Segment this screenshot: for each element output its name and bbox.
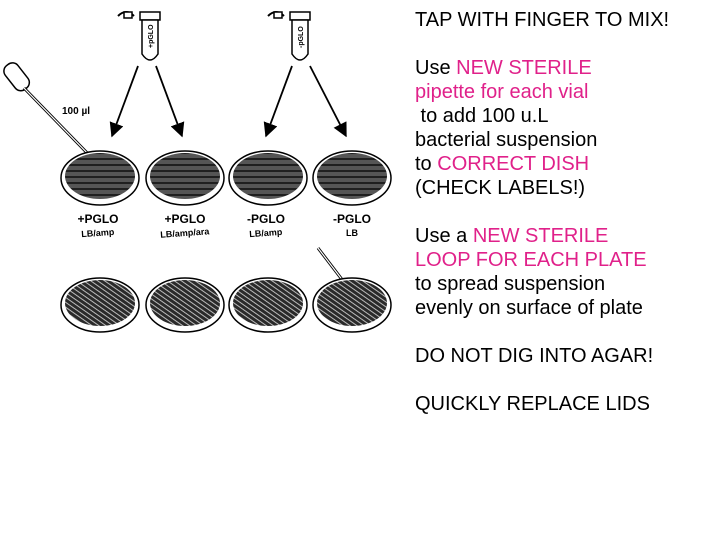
arrow xyxy=(155,65,185,138)
petri-dish xyxy=(312,150,392,206)
plate-medium: LB/amp/ara xyxy=(160,226,211,239)
highlight-correct-dish: CORRECT DISH xyxy=(437,153,590,175)
plate-row-top xyxy=(60,150,392,206)
tube-label: -pGLO xyxy=(298,26,305,48)
arrow xyxy=(309,65,347,138)
instruction-text: TAP WITH FINGER TO MIX! Use NEW STERILE … xyxy=(415,8,715,416)
text-segment: to spread suspension xyxy=(415,273,606,295)
instruction-agar: DO NOT DIG INTO AGAR! xyxy=(415,345,654,367)
highlight-new-sterile: NEW STERILE xyxy=(456,57,592,79)
plate-label: -PGLO xyxy=(333,212,371,226)
plate-medium: LB/amp xyxy=(249,227,283,239)
pipette-label: 100 µl xyxy=(62,106,90,117)
highlight-loop: LOOP FOR EACH PLATE xyxy=(415,249,647,271)
plate-label: +PGLO xyxy=(77,212,118,226)
highlight-new-sterile: NEW STERILE xyxy=(472,225,609,247)
petri-dish xyxy=(60,150,140,206)
text-segment: bacterial suspension xyxy=(415,129,598,151)
petri-dish-streaked xyxy=(60,277,140,333)
instruction-lids: QUICKLY REPLACE LIDS xyxy=(415,393,650,415)
petri-dish xyxy=(145,150,225,206)
instruction-loop: Use a NEW STERILE LOOP FOR EACH PLATE to… xyxy=(415,224,715,320)
text-segment: (CHECK LABELS!) xyxy=(415,177,586,199)
plate-medium: LB/amp xyxy=(81,227,115,239)
instruction-pipette: Use NEW STERILE pipette for each vial to… xyxy=(415,56,715,200)
text-segment: to add 100 u.L xyxy=(415,105,549,127)
plate-label: -PGLO xyxy=(247,212,285,226)
petri-dish-streaked xyxy=(312,277,392,333)
petri-dish xyxy=(228,150,308,206)
instruction-tap: TAP WITH FINGER TO MIX! xyxy=(415,9,670,31)
pipette-icon: 100 µl xyxy=(3,62,96,162)
petri-dish-streaked xyxy=(145,277,225,333)
petri-dish-streaked xyxy=(228,277,308,333)
plate-row-bottom xyxy=(60,277,392,333)
text-segment: Use xyxy=(415,57,457,79)
text-segment: Use a xyxy=(415,225,473,247)
tube-label: +pGLO xyxy=(148,24,155,48)
plate-medium: LB xyxy=(346,228,358,238)
text-segment: to xyxy=(415,153,438,175)
arrow xyxy=(109,65,139,138)
arrows xyxy=(109,65,347,138)
plate-label: +PGLO xyxy=(164,212,205,226)
tube-plus-pglo: +pGLO xyxy=(117,11,161,61)
tube-minus-pglo: -pGLO xyxy=(267,11,311,61)
plate-labels: +PGLO LB/amp +PGLO LB/amp/ara -PGLO LB/a… xyxy=(77,212,371,240)
highlight-pipette: pipette for each vial xyxy=(415,81,589,103)
text-segment: evenly on surface of plate xyxy=(415,297,643,319)
arrow xyxy=(263,65,293,138)
transformation-diagram: +pGLO -pGLO 100 µl xyxy=(3,11,392,333)
